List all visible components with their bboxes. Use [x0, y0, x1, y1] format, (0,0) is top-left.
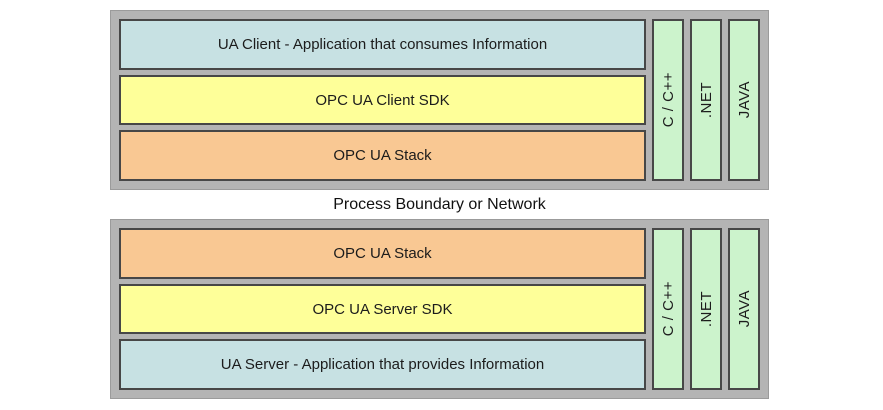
- server-sdk-label: OPC UA Server SDK: [312, 300, 453, 318]
- server-lang-bar-java: JAVA: [728, 228, 760, 390]
- client-lang-bar-java: JAVA: [728, 19, 760, 181]
- server-lang-bar-dotnet: .NET: [690, 228, 722, 390]
- client-lang-dotnet-label: .NET: [697, 81, 715, 119]
- client-stack-label: OPC UA Stack: [333, 147, 432, 165]
- server-stack-layer: OPC UA Stack: [119, 228, 646, 279]
- server-lang-java-label: JAVA: [735, 290, 753, 328]
- server-application-layer: UA Server - Application that provides In…: [119, 339, 646, 391]
- server-application-label: UA Server - Application that provides In…: [220, 356, 545, 374]
- server-lang-bar-c-cpp: C / C++: [652, 228, 684, 390]
- server-lang-c-cpp-label: C / C++: [659, 281, 677, 337]
- server-sdk-layer: OPC UA Server SDK: [119, 283, 646, 335]
- ua-client-block: UA Client - Application that consumes In…: [110, 10, 769, 190]
- process-boundary-label: Process Boundary or Network: [333, 195, 546, 213]
- client-stack-layer: OPC UA Stack: [119, 130, 646, 182]
- ua-server-block: OPC UA Stack OPC UA Server SDK UA Server…: [110, 219, 769, 399]
- server-lang-dotnet-label: .NET: [697, 290, 715, 328]
- client-lang-c-cpp-label: C / C++: [659, 72, 677, 128]
- client-lang-java-label: JAVA: [735, 81, 753, 119]
- client-sdk-label: OPC UA Client SDK: [315, 91, 450, 109]
- client-lang-bar-c-cpp: C / C++: [652, 19, 684, 181]
- client-layer-rows: UA Client - Application that consumes In…: [119, 19, 646, 182]
- server-stack-label: OPC UA Stack: [333, 244, 432, 262]
- server-layer-rows: OPC UA Stack OPC UA Server SDK UA Server…: [119, 228, 646, 391]
- client-application-label: UA Client - Application that consumes In…: [217, 35, 548, 53]
- client-application-layer: UA Client - Application that consumes In…: [119, 19, 646, 70]
- client-sdk-layer: OPC UA Client SDK: [119, 74, 646, 126]
- client-lang-bar-dotnet: .NET: [690, 19, 722, 181]
